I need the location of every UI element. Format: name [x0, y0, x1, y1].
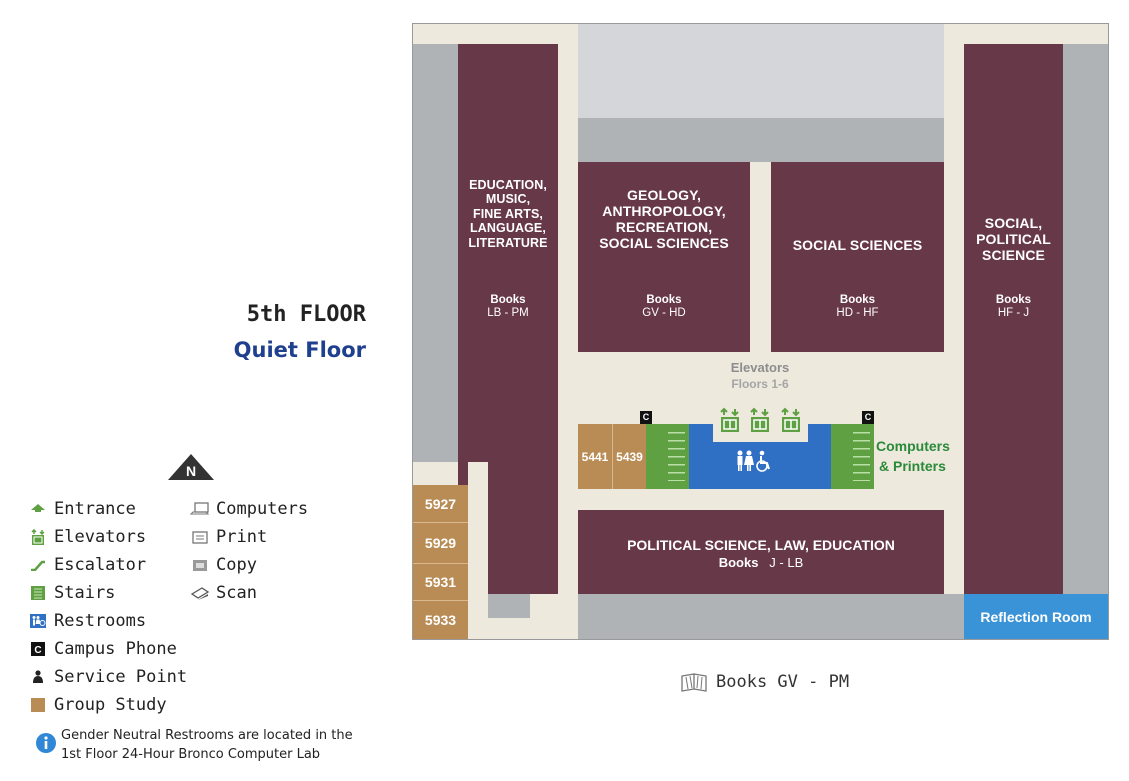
section-political-law-title: POLITICAL SCIENCE, LAW, EDUCATION: [627, 537, 895, 553]
north-compass-icon: N: [168, 454, 214, 480]
legend-label: Restrooms: [54, 611, 147, 631]
legend-label: Entrance: [54, 499, 136, 519]
books-range-note: Books GV - PM: [716, 672, 850, 692]
legend-label: Elevators: [54, 527, 147, 547]
floor-title: 5th FLOOR: [246, 302, 366, 327]
section-social-political-title: SOCIAL, POLITICAL SCIENCE: [976, 215, 1051, 264]
elevators-label: Elevators: [730, 360, 790, 375]
legend-campus-phone: C Campus Phone: [30, 639, 177, 659]
elevator-icon-3: [781, 407, 800, 432]
restroom-icon: [30, 613, 46, 629]
stairs-icon: [30, 585, 46, 601]
section-social-sciences-books: Books HD - HF: [836, 294, 879, 320]
legend-label: Stairs: [54, 583, 116, 603]
atrium: [578, 24, 944, 119]
section-political-law-books: Books J - LB: [718, 555, 804, 570]
section-political-law[interactable]: [578, 510, 944, 594]
group-study-room[interactable]: 5929: [413, 522, 468, 563]
elevator-icon-2: [750, 407, 769, 432]
legend-label: Campus Phone: [54, 639, 177, 659]
svg-text:N: N: [186, 463, 196, 479]
legend-entrance: Entrance: [30, 499, 136, 519]
computers-printers-label: Computers & Printers: [876, 438, 950, 474]
entrance-icon: [30, 501, 46, 517]
stairs-left: [646, 424, 689, 489]
right-wall: [1063, 44, 1108, 594]
section-social-political-books: Books HF - J: [995, 294, 1032, 320]
stairs-right: [831, 424, 874, 489]
book-icon: [681, 673, 707, 692]
legend-copy: Copy: [190, 555, 257, 575]
reflection-room[interactable]: Reflection Room: [964, 594, 1108, 639]
copy-icon: [190, 557, 210, 573]
campus-phone-icon: C: [30, 641, 46, 657]
info-icon: [36, 733, 56, 753]
legend-label: Scan: [216, 583, 257, 603]
restroom-icon: [737, 450, 770, 472]
elevators-floors: Floors 1-6: [731, 377, 789, 391]
legend-stairs: Stairs: [30, 583, 115, 603]
group-study-icon: [30, 697, 46, 713]
section-education-books: Books LB - PM: [487, 294, 529, 320]
atrium-edge: [578, 118, 944, 162]
legend-service-point: Service Point: [30, 667, 187, 687]
group-study-room[interactable]: 5933: [413, 600, 468, 639]
section-social-sciences-title: SOCIAL SCIENCES: [792, 237, 923, 253]
info-note: Gender Neutral Restrooms are located in …: [61, 728, 353, 762]
legend-label: Escalator: [54, 555, 147, 575]
elevator-icon-1: [720, 407, 739, 432]
room-5439[interactable]: 5439: [612, 424, 646, 489]
legend-group-study: Group Study: [30, 695, 167, 715]
section-social-sciences[interactable]: [771, 162, 944, 352]
group-study-wall: [468, 462, 488, 639]
floor-subtitle: Quiet Floor: [233, 338, 366, 362]
print-icon: [190, 529, 210, 545]
scan-icon: [190, 585, 210, 601]
service-point-icon: [30, 669, 46, 685]
legend-elevators: Elevators: [30, 527, 146, 547]
legend-scan: Scan: [190, 583, 257, 603]
legend-label: Copy: [216, 555, 257, 575]
svg-text:C: C: [34, 645, 41, 656]
section-geology[interactable]: [578, 162, 750, 352]
legend-label: Computers: [216, 499, 309, 519]
legend-computers: Computers: [190, 499, 308, 519]
room-5441[interactable]: 5441: [578, 424, 612, 489]
section-geology-title: GEOLOGY, ANTHROPOLOGY, RECREATION, SOCIA…: [599, 187, 729, 252]
elevator-icon: [30, 529, 46, 545]
bottom-left-wall: [488, 594, 530, 618]
computer-icon: [190, 501, 210, 517]
legend-print: Print: [190, 527, 267, 547]
left-wall: [413, 44, 458, 462]
section-social-political[interactable]: [964, 44, 1063, 594]
section-geology-books: Books GV - HD: [642, 294, 686, 320]
section-education-title: EDUCATION, MUSIC, FINE ARTS, LANGUAGE, L…: [468, 178, 548, 250]
legend-label: Print: [216, 527, 268, 547]
campus-phone-icon-left: C: [640, 411, 652, 424]
legend-restrooms: Restrooms: [30, 611, 146, 631]
legend-label: Group Study: [54, 695, 167, 715]
legend-escalator: Escalator: [30, 555, 146, 575]
legend-label: Service Point: [54, 667, 188, 687]
escalator-icon: [30, 557, 46, 573]
bottom-wall: [578, 594, 964, 639]
campus-phone-icon-right: C: [862, 411, 874, 424]
group-study-room[interactable]: 5927: [413, 485, 468, 522]
group-study-room[interactable]: 5931: [413, 563, 468, 600]
